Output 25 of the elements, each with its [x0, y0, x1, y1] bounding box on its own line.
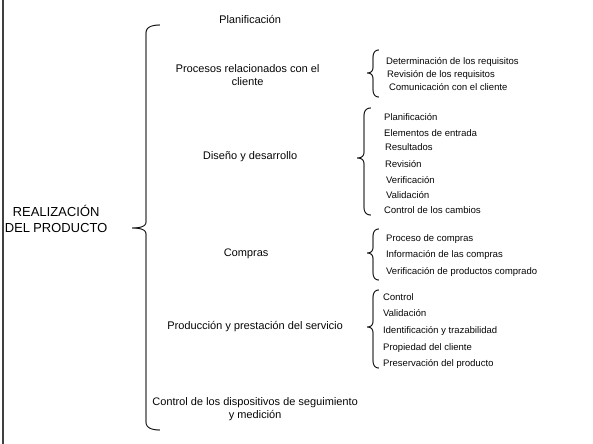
sub-item: Verificación [386, 175, 435, 186]
sub-item: Control [383, 292, 414, 304]
sub-item: Revisión [385, 159, 422, 170]
sub-item: Control de los cambios [384, 205, 481, 216]
sub-item: Proceso de compras [386, 233, 474, 244]
sub-item: Planificación [384, 112, 438, 124]
section-heading: Producción y prestación del servicio [166, 320, 344, 334]
section-heading: Planificación [218, 14, 282, 28]
sub-item: Propiedad del cliente [383, 342, 472, 354]
section-heading: Control de los dispositivos de seguimiento y medición [151, 396, 359, 422]
sub-item: Validación [386, 190, 430, 202]
sub-item: Revisión de los requisitos [387, 69, 495, 80]
sub-item: Preservación del producto [383, 358, 494, 370]
section-heading: Procesos relacionados con el cliente [174, 63, 320, 90]
section-heading: Diseño y desarrollo [202, 150, 298, 164]
root-heading: REALIZACIÓN DEL PRODUCTO [4, 204, 108, 236]
sub-item: Comunicación con el cliente [389, 82, 508, 94]
sub-item: Información de las compras [386, 249, 503, 260]
sub-item: Elementos de entrada [384, 128, 477, 140]
section-heading: Compras [222, 247, 270, 260]
sub-item: Resultados [385, 142, 433, 154]
sub-item: Validación [383, 308, 426, 320]
sub-item: Verificación de productos comprado [386, 266, 538, 278]
sub-item: Determinación de los requisitos [386, 56, 519, 68]
sub-item: Identificación y trazabilidad [383, 325, 498, 336]
